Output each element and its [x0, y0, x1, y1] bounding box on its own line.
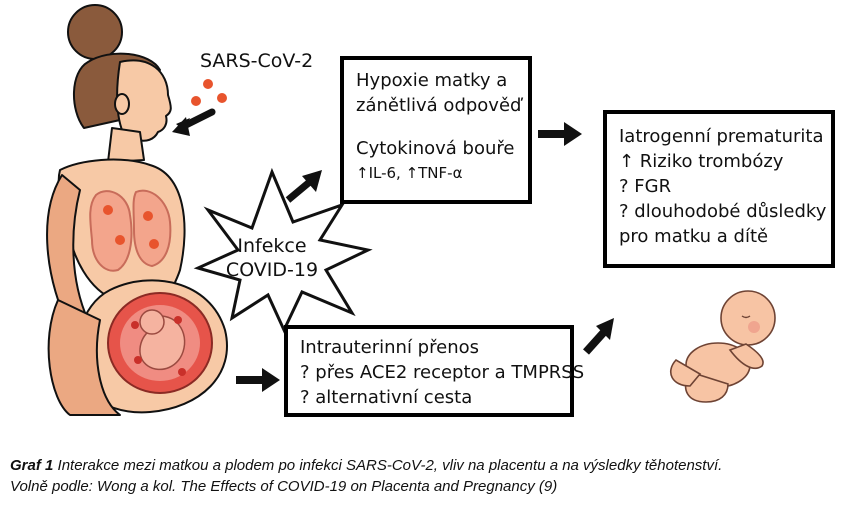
- outcomes-box: Iatrogenní prematurita ↑ Riziko trombózy…: [603, 110, 835, 268]
- hair-bun: [67, 4, 123, 60]
- uterus: [107, 292, 213, 394]
- baby-leg-2: [670, 358, 702, 387]
- outcome-line-1: Iatrogenní prematurita: [619, 126, 824, 147]
- lungs: [89, 189, 172, 272]
- uterus-virus-particles: [131, 316, 186, 376]
- lung-virus-particles: [103, 205, 159, 249]
- virus-label: SARS-CoV-2: [200, 50, 314, 72]
- arrow-to-intrauterine-transfer: [236, 368, 280, 392]
- outcome-line-4: ? dlouhodobé důsledky: [619, 201, 827, 222]
- intrauterine-transfer-box: Intrauterinní přenos ? přes ACE2 recepto…: [284, 325, 585, 417]
- maternal-line-4: ↑IL-6, ↑TNF-α: [356, 164, 463, 182]
- ear: [114, 93, 130, 115]
- caption-text: Interakce mezi matkou a plodem po infekc…: [53, 457, 723, 474]
- transfer-line-3: ? alternativní cesta: [300, 387, 473, 408]
- baby-arm: [728, 343, 764, 370]
- baby-head: [720, 290, 776, 346]
- baby-figure: [670, 290, 776, 403]
- center-label: Infekce COVID-19: [218, 234, 326, 282]
- arrow-to-maternal-response: [285, 170, 322, 203]
- diagram-illustration: [46, 4, 776, 416]
- caption-source: Volně podle: Wong a kol. The Effects of …: [10, 478, 558, 495]
- arrow-transfer-to-outcomes: [583, 318, 614, 355]
- outcome-line-5: pro matku a dítě: [619, 226, 769, 247]
- transfer-line-2: ? přes ACE2 receptor a TMPRSS: [300, 362, 585, 383]
- maternal-line-2: zánětlivá odpověď: [356, 95, 522, 116]
- center-label-line-1: Infekce: [237, 235, 307, 257]
- figure-caption: Graf 1 Interakce mezi matkou a plodem po…: [10, 455, 855, 497]
- neck: [107, 127, 145, 163]
- maternal-line-1: Hypoxie matky a: [356, 70, 508, 91]
- arrow-to-outcomes: [538, 122, 582, 146]
- maternal-line-3: Cytokinová bouře: [356, 138, 515, 159]
- transfer-line-1: Intrauterinní přenos: [300, 337, 479, 358]
- caption-label: Graf 1: [10, 457, 54, 474]
- outcome-line-2: ↑ Riziko trombózy: [619, 151, 784, 172]
- maternal-response-box: Hypoxie matky a zánětlivá odpověď Cytoki…: [340, 56, 532, 204]
- outcome-line-3: ? FGR: [619, 176, 672, 197]
- center-label-line-2: COVID-19: [225, 259, 319, 281]
- hip: [47, 299, 121, 416]
- virus-particles: [191, 79, 227, 106]
